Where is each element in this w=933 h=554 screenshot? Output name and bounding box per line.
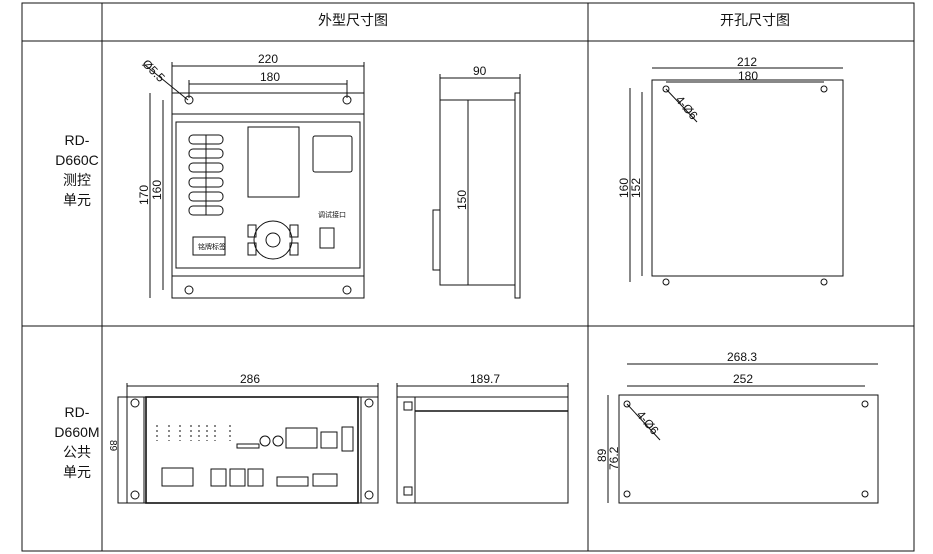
d660m-side-view: 189.7 [396,372,569,504]
dim-height: 170 [137,185,151,205]
d660c-side-view: 90 150 [432,64,521,299]
label-tag: 铭牌标签 [198,242,226,251]
d660c-cutout-view: 212 180 4-Ø6 160 152 [617,55,844,286]
dim-cutout-height: 89 [595,448,609,462]
dim-cutout-height: 160 [617,178,631,198]
model-line: D660C [55,152,99,168]
row-label-d660c: RD- D660C 测控 单元 [55,132,99,208]
dim-hole-spacing: 180 [260,70,280,84]
dim-side-height: 150 [455,190,469,210]
dim-cutout-inner-height: 76.2 [607,446,621,470]
name-line: 测控 [63,172,91,188]
dim-cutout-hole-spacing: 180 [738,69,758,83]
header-cutout: 开孔尺寸图 [720,12,790,28]
row-label-d660m: RD- D660M 公共 单元 [54,404,99,480]
dim-height: 89 [107,440,118,452]
header-outline: 外型尺寸图 [318,12,388,28]
dim-depth: 189.7 [470,372,500,386]
dim-cutout-hole-spacing: 252 [733,372,753,386]
led-columns [156,425,231,441]
dim-width: 286 [240,372,260,386]
dim-hole-height: 160 [150,180,164,200]
d660m-front-view: 286 89 [107,372,379,504]
dim-cutout-holes: 4-Ø6 [634,408,662,438]
name-line: 单元 [63,192,91,208]
navigation-keypad [253,220,293,260]
debug-port [319,227,335,249]
dim-width: 220 [258,52,278,66]
led-indicators [188,134,224,216]
model-line: D660M [54,424,99,440]
port-label: 调试接口 [318,210,346,219]
dim-cutout-inner-height: 152 [629,178,643,198]
dim-cutout-holes: 4-Ø6 [673,93,701,123]
d660m-cutout-view: 268.3 252 4-Ø6 89 76.2 [595,350,879,504]
table-grid [21,2,915,552]
model-line: RD- [65,132,90,148]
model-line: RD- [65,404,90,420]
name-line: 公共 [63,444,91,460]
dim-cutout-width: 268.3 [727,350,757,364]
dim-cutout-width: 212 [737,55,757,69]
dim-depth: 90 [473,64,487,78]
d660c-front-view: 220 180 Ø5.5 170 160 铭牌标签 调试接口 [137,52,365,299]
name-line: 单元 [63,464,91,480]
